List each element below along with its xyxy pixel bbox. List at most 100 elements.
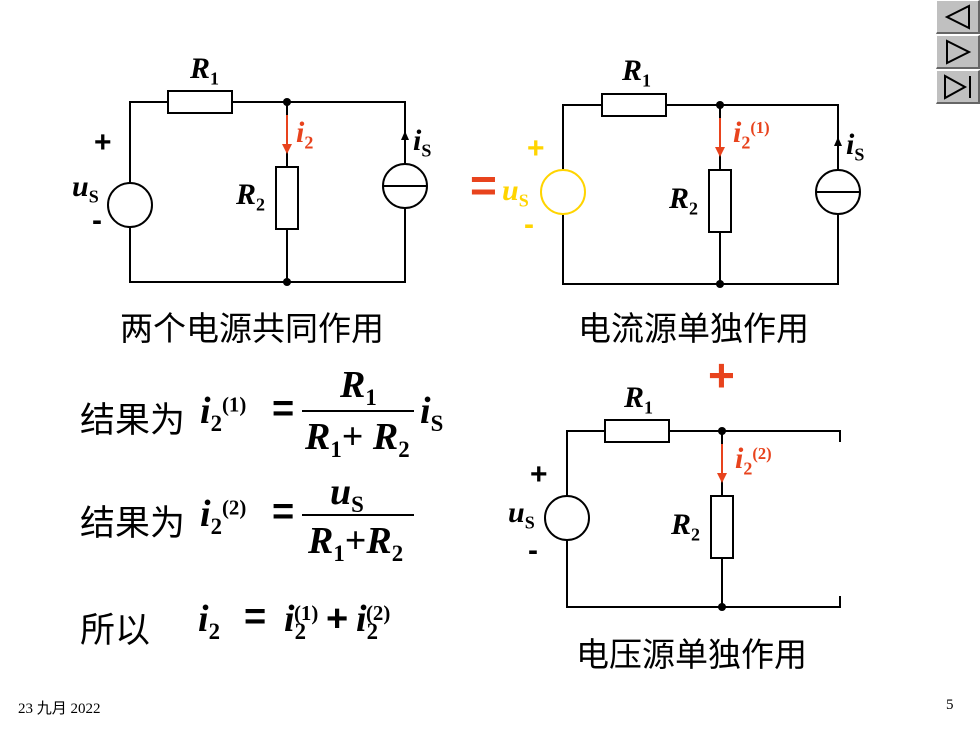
resistor-r2-current: [708, 169, 732, 233]
symbol: R: [624, 381, 645, 414]
voltage-source-inactive: [540, 169, 586, 215]
us-minus-current: -: [524, 208, 534, 241]
eq1-factor: iS: [420, 392, 443, 436]
subscript: S: [430, 410, 444, 436]
subscript: 2: [294, 618, 306, 644]
symbol: i: [846, 128, 855, 161]
symbol: i: [733, 116, 742, 149]
symbol: i: [200, 493, 211, 535]
symbol: R: [669, 182, 690, 215]
eq3-plus: +: [326, 598, 349, 640]
symbol: i: [296, 116, 305, 149]
subscript: 2: [743, 458, 753, 479]
subscript: 2: [304, 132, 314, 153]
symbol: R: [622, 54, 643, 87]
node-dot: [718, 427, 726, 435]
subscript: 2: [210, 410, 222, 436]
eq2-lhs: i2(2): [200, 495, 246, 539]
subscript: S: [421, 140, 432, 161]
subscript: 2: [741, 132, 751, 153]
eq1-lhs: i2(1): [200, 392, 246, 436]
resistor-r2-main: [275, 166, 299, 230]
subscript: 1: [210, 68, 220, 89]
eq3-lhs: i2: [198, 600, 220, 644]
nav-next-button[interactable]: [936, 35, 980, 69]
circuit-current-wiring: [562, 93, 861, 285]
eq3-term1: i2(1): [284, 600, 318, 644]
caption-voltage: 电压源单独作用: [576, 635, 807, 674]
symbol: u: [508, 496, 525, 529]
symbol: R: [190, 52, 211, 85]
eq1-equals: =: [272, 388, 295, 430]
node-dot: [718, 603, 726, 611]
us-label-current: uS: [502, 174, 529, 210]
symbol: i: [420, 390, 431, 432]
symbol: i: [200, 390, 211, 432]
subscript: 2: [391, 540, 404, 566]
symbol: u: [72, 170, 89, 203]
symbol: u: [330, 471, 352, 513]
symbol: R: [236, 178, 257, 211]
node-dot: [716, 280, 724, 288]
subscript: 2: [689, 198, 699, 219]
triangle-left-icon: [944, 4, 970, 30]
eq1-denominator: R1+ R2: [305, 418, 410, 462]
symbol: i: [356, 598, 367, 640]
plus-sign: +: [708, 349, 735, 401]
nav-prev-button[interactable]: [936, 0, 980, 34]
resistor-r2-voltage: [710, 495, 734, 559]
voltage-source-voltage: [544, 495, 590, 541]
subscript: 1: [365, 384, 377, 410]
superscript: (1): [293, 600, 319, 625]
operator: +: [341, 416, 364, 458]
subscript: S: [524, 512, 535, 533]
symbol: i: [284, 598, 295, 640]
node-dot: [283, 98, 291, 106]
resistor-r1-main: [167, 90, 233, 114]
i2-label-current: i2(1): [733, 116, 770, 153]
subscript: 2: [210, 513, 222, 539]
subscript: S: [88, 186, 99, 207]
r1-label-current: R1: [622, 54, 651, 90]
is-arrow-current: [834, 137, 842, 146]
us-minus-voltage: -: [528, 534, 538, 567]
superscript: (1): [750, 117, 770, 137]
symbol: R: [305, 416, 331, 458]
eq3-term2: i2(2): [356, 600, 390, 644]
node-dot: [283, 278, 291, 286]
symbol: R: [671, 508, 692, 541]
resistor-r1-voltage: [604, 419, 670, 443]
nav-last-button[interactable]: [936, 70, 980, 104]
r2-label-current: R2: [669, 182, 699, 219]
subscript: S: [351, 491, 364, 517]
symbol: R: [366, 520, 392, 562]
is-label-main: iS: [413, 126, 432, 161]
skip-to-end-icon: [944, 74, 971, 100]
subscript: 2: [398, 436, 410, 462]
subscript: 2: [366, 618, 378, 644]
node-dot: [716, 101, 724, 109]
is-arrow-main: [401, 131, 409, 140]
superscript: (2): [365, 600, 391, 625]
circuit-main-wiring: [107, 90, 428, 283]
i2-label-voltage: i2(2): [735, 444, 772, 479]
symbol: R: [372, 416, 399, 458]
subscript: 2: [208, 618, 220, 644]
footer-date: 23 九月 2022: [18, 701, 101, 717]
subscript: 1: [330, 436, 342, 462]
r2-label-main: R2: [236, 178, 265, 214]
subscript: 1: [644, 397, 654, 418]
caption-main: 两个电源共同作用: [120, 309, 384, 348]
eq1-prefix: 结果为: [80, 401, 186, 441]
equals-sign: =: [470, 159, 497, 211]
subscript: 2: [691, 524, 701, 545]
eq2-prefix: 结果为: [80, 504, 186, 544]
eq3-prefix: 所以: [80, 611, 151, 651]
eq2-denominator: R1+R2: [308, 522, 403, 566]
symbol: i: [198, 598, 209, 640]
eq1-numerator: R1: [340, 366, 377, 410]
is-label-current: iS: [846, 128, 864, 164]
eq2-numerator: uS: [330, 473, 364, 517]
symbol: u: [502, 174, 519, 207]
i2-label-main: i2: [296, 116, 314, 153]
